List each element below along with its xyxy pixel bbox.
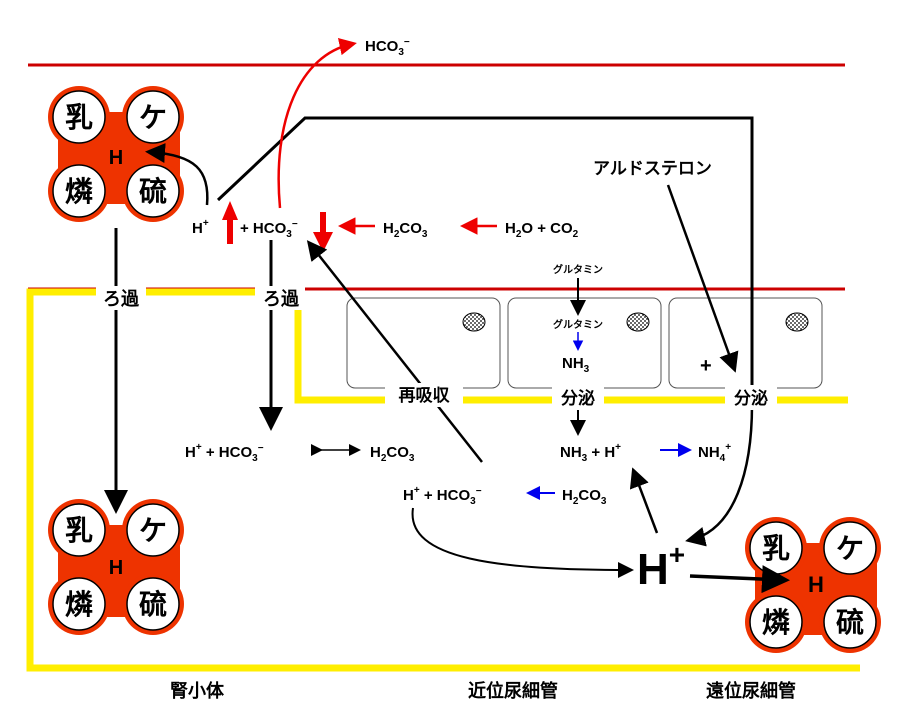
section-glomerulus: 腎小体 (170, 680, 225, 702)
nucleus-2 (626, 312, 650, 332)
acid-cluster-filtered: 乳 ケ 燐 硫 H (48, 499, 184, 635)
big-proton-label: H+ (637, 539, 685, 594)
ketone-label: ケ (139, 514, 167, 547)
lumen-left-equation: H+ + HCO3− (185, 442, 264, 464)
lactate-label: 乳 (65, 101, 93, 134)
nucleus-3 (785, 312, 809, 332)
proton-excretion-arrow (689, 565, 790, 594)
proton-label: H (109, 557, 123, 579)
acid-cluster-excreted: 乳 ケ 燐 硫 H (745, 517, 881, 653)
lactate-label: 乳 (762, 532, 790, 565)
glutamine-label-outer: グルタミン (553, 263, 603, 276)
hco3-to-blood-arrow (277, 38, 357, 209)
proton-label: H (808, 572, 824, 597)
phosphate-label: 燐 (762, 606, 790, 639)
phosphate-label: 燐 (65, 588, 93, 621)
glutamine-label-inner: グルタミン (553, 318, 603, 331)
nh3-cell-label: NH3 (562, 355, 590, 375)
proton-label: H (109, 147, 123, 169)
filtration-label-right: ろ過 (263, 289, 300, 310)
up-arrow-red (222, 201, 238, 244)
aldosterone-plus: + (700, 355, 712, 377)
nucleus-1 (462, 312, 486, 332)
ketone-label: ケ (836, 532, 864, 565)
proximal-cell-1 (346, 297, 501, 389)
sulfate-label: 硫 (836, 606, 864, 639)
distal-cell (668, 297, 823, 389)
cell-h2co3-label: H2CO3 (383, 220, 428, 240)
secretion-label-proximal: 分泌 (561, 388, 595, 409)
sulfate-label: 硫 (139, 588, 167, 621)
tubule-inner-boundary (294, 292, 848, 404)
hco3-blood-label: HCO3− (365, 37, 410, 58)
aldosterone-label: アルドステロン (593, 159, 712, 179)
cell-h2o-co2-label: H2O + CO2 (505, 220, 579, 240)
h-binding-arrow (145, 143, 209, 206)
down-arrow-red (313, 212, 333, 252)
nh3-lumen-equation: NH3 + H+ (560, 442, 621, 464)
section-distal: 遠位尿細管 (706, 680, 796, 702)
cell-h-label: H+ (192, 218, 209, 237)
filtration-label-left: ろ過 (103, 289, 140, 310)
lumen-mid-equation: H+ + HCO3− (403, 485, 482, 507)
aldosterone-arrow (666, 184, 739, 373)
section-proximal: 近位尿細管 (468, 680, 558, 702)
lumen-left-h2co3: H2CO3 (370, 444, 415, 464)
sulfate-label: 硫 (139, 175, 167, 208)
secretion-label-distal: 分泌 (734, 388, 768, 409)
distal-secretion-arrow (685, 404, 754, 547)
pathway-line-top (216, 116, 754, 385)
lumen-mid-h2co3: H2CO3 (562, 487, 607, 507)
cell-hco3-label: + HCO3− (240, 219, 298, 240)
big-proton-to-nh4-arrow (629, 467, 659, 534)
phosphate-label: 燐 (65, 175, 93, 208)
h-to-big-proton-arrow (411, 507, 634, 578)
nh4-label: NH4+ (698, 442, 731, 464)
acid-cluster-top: 乳 ケ 燐 硫 H (48, 86, 184, 222)
ketone-label: ケ (139, 101, 167, 134)
reabsorption-arrow (306, 240, 483, 463)
lactate-label: 乳 (65, 514, 93, 547)
reabsorption-label: 再吸収 (399, 386, 451, 406)
